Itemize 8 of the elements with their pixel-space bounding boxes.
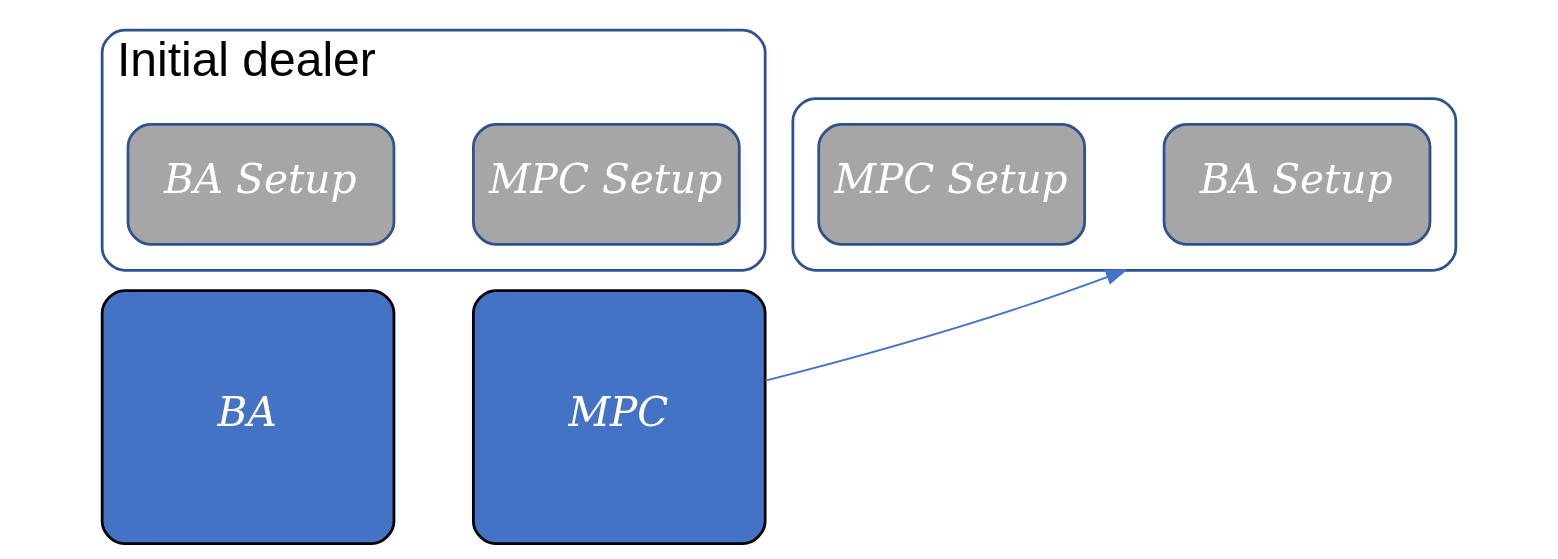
node-box: MPC Setup: [471, 123, 741, 246]
cluster: [791, 97, 1458, 272]
node-box: BA: [100, 289, 396, 545]
node-box: MPC Setup: [817, 123, 1087, 246]
node-box: BA Setup: [1162, 123, 1432, 246]
node-box: MPC: [471, 289, 767, 545]
arrow: [764, 269, 1128, 382]
node-box: BA Setup: [126, 123, 396, 246]
